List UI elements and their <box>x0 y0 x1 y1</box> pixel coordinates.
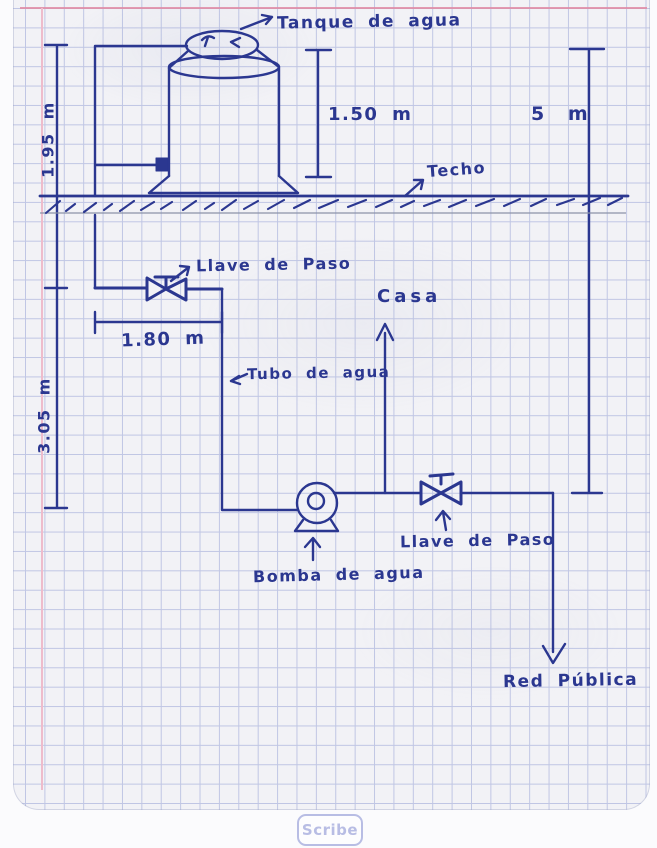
scribe-watermark: Scribe <box>297 814 363 846</box>
house-arrow <box>375 322 395 495</box>
scribe-watermark-text: Scribe <box>301 821 359 839</box>
tank-lid-handle-right <box>229 36 242 49</box>
tank-inlet-connector <box>155 157 169 172</box>
left-upper-dimension-label: 1.95 m <box>38 101 58 178</box>
valve-top-symbol <box>93 275 224 302</box>
tank-lid <box>184 29 260 61</box>
dimension-line-tank-height <box>304 48 333 179</box>
top-margin-line <box>20 7 647 9</box>
public-network-label: Red Pública <box>502 669 639 693</box>
public-network-arrow <box>541 491 567 665</box>
tank-base <box>147 174 300 195</box>
water-tank-drawing <box>147 29 300 195</box>
water-pipe-lines <box>220 287 299 512</box>
valve-bottom-callout-arrow <box>434 509 452 532</box>
dimension-line-right <box>568 47 606 495</box>
left-lower-dimension-label: 3.05 m <box>34 377 54 454</box>
valve-top-callout-arrow <box>169 264 191 283</box>
tank-callout-arrow <box>239 13 274 31</box>
graph-paper-sheet <box>13 0 650 810</box>
tank-label: Tanque de agua <box>276 10 462 34</box>
pump-callout-arrow <box>303 536 322 562</box>
tank-lid-handle-left <box>200 35 216 48</box>
dimension-line-left <box>43 43 69 510</box>
valve-top-label: Llave de Paso <box>195 253 352 276</box>
pipe-callout-arrow <box>229 372 249 386</box>
valve-bottom-label: Llave de Paso <box>399 529 556 552</box>
house-label: Casa <box>377 286 442 307</box>
pump-base <box>293 518 340 533</box>
total-right-dimension-label: 5 m <box>531 103 590 125</box>
horizontal-run-dimension-label: 1.80 m <box>120 327 206 352</box>
valve-bottom-symbol <box>419 472 463 506</box>
water-pump-drawing <box>293 481 340 533</box>
left-margin-line <box>41 8 43 790</box>
tank-pipes <box>93 44 189 290</box>
pipe-label: Tubo de agua <box>246 362 391 384</box>
roof-callout-arrow <box>403 178 425 198</box>
roof-hatched-line <box>38 194 630 215</box>
tank-height-dimension-label: 1.50 m <box>328 104 413 125</box>
